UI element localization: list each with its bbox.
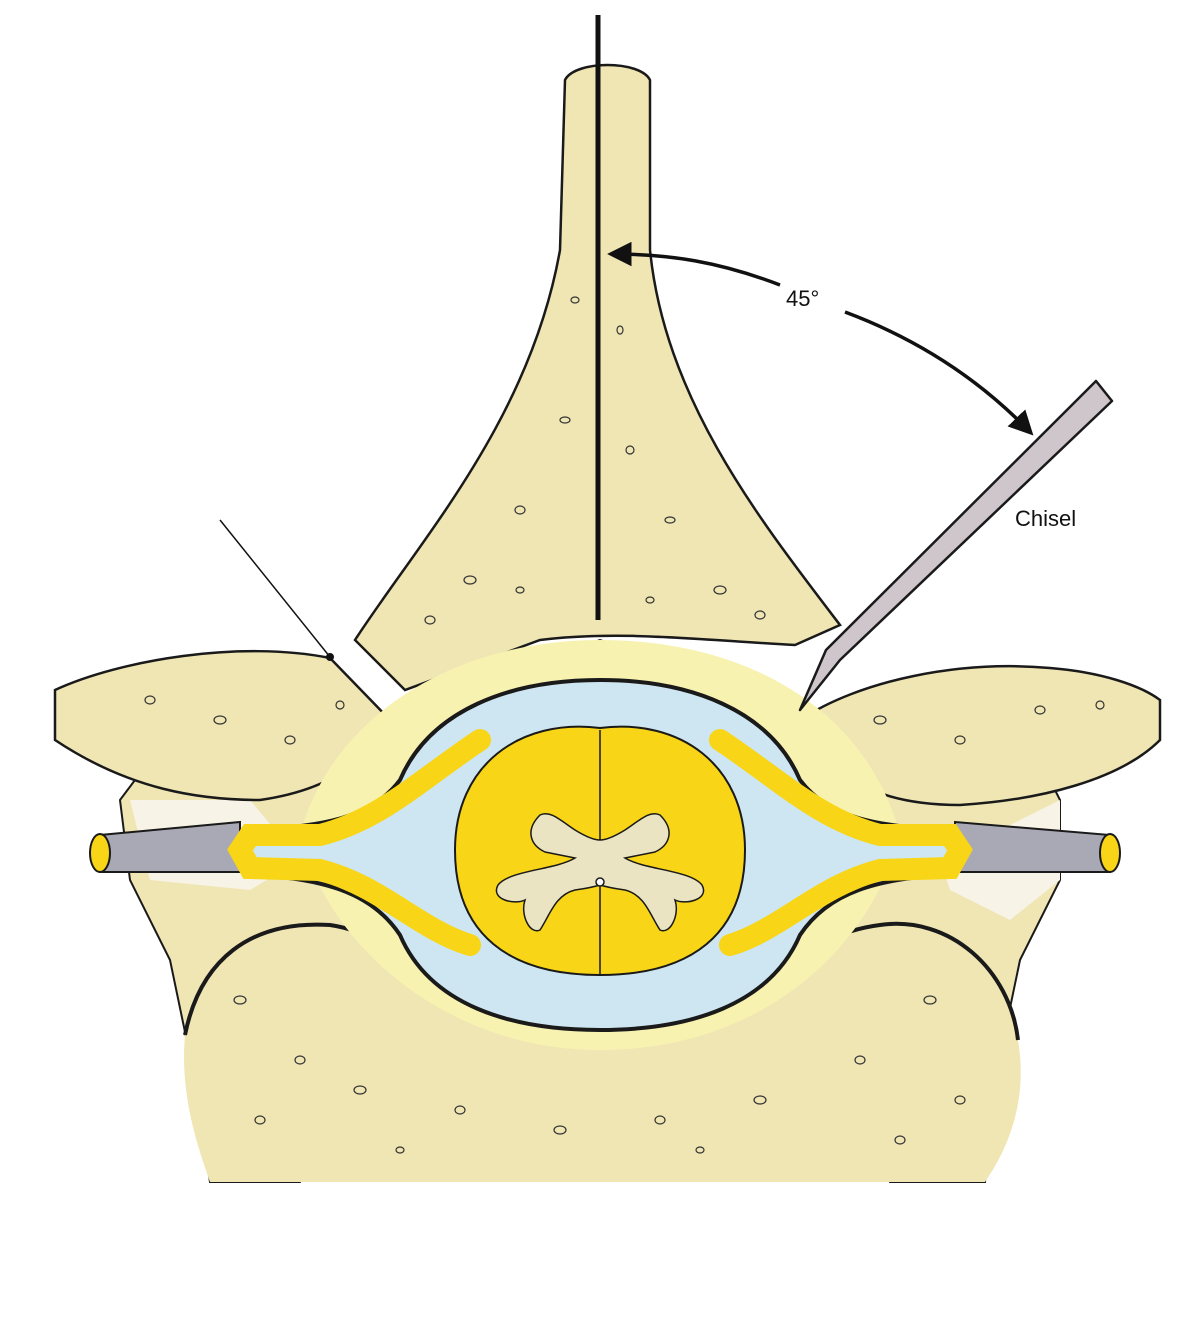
bone-texture — [144, 296, 1105, 1154]
grey-matter — [495, 813, 705, 932]
right-rootlet — [709, 729, 973, 956]
left-pointer-dot — [326, 653, 334, 661]
right-lamina — [798, 665, 1162, 807]
chisel-icon — [798, 379, 1114, 712]
chisel-label: Chisel — [1015, 506, 1077, 531]
right-nerve-root-end — [1099, 833, 1121, 873]
central-canal — [595, 877, 605, 887]
angle-label: 45° — [786, 286, 820, 311]
left-nerve-root-end — [89, 833, 111, 873]
angle-arrow-lower — [844, 310, 1034, 436]
right-nerve-root — [954, 820, 1111, 873]
angle-arrow-upper — [607, 241, 781, 287]
lower-vertebral-body — [184, 923, 1021, 1182]
left-nerve-root — [99, 820, 241, 873]
left-pointer-line — [219, 519, 331, 658]
left-rootlet — [227, 729, 491, 956]
